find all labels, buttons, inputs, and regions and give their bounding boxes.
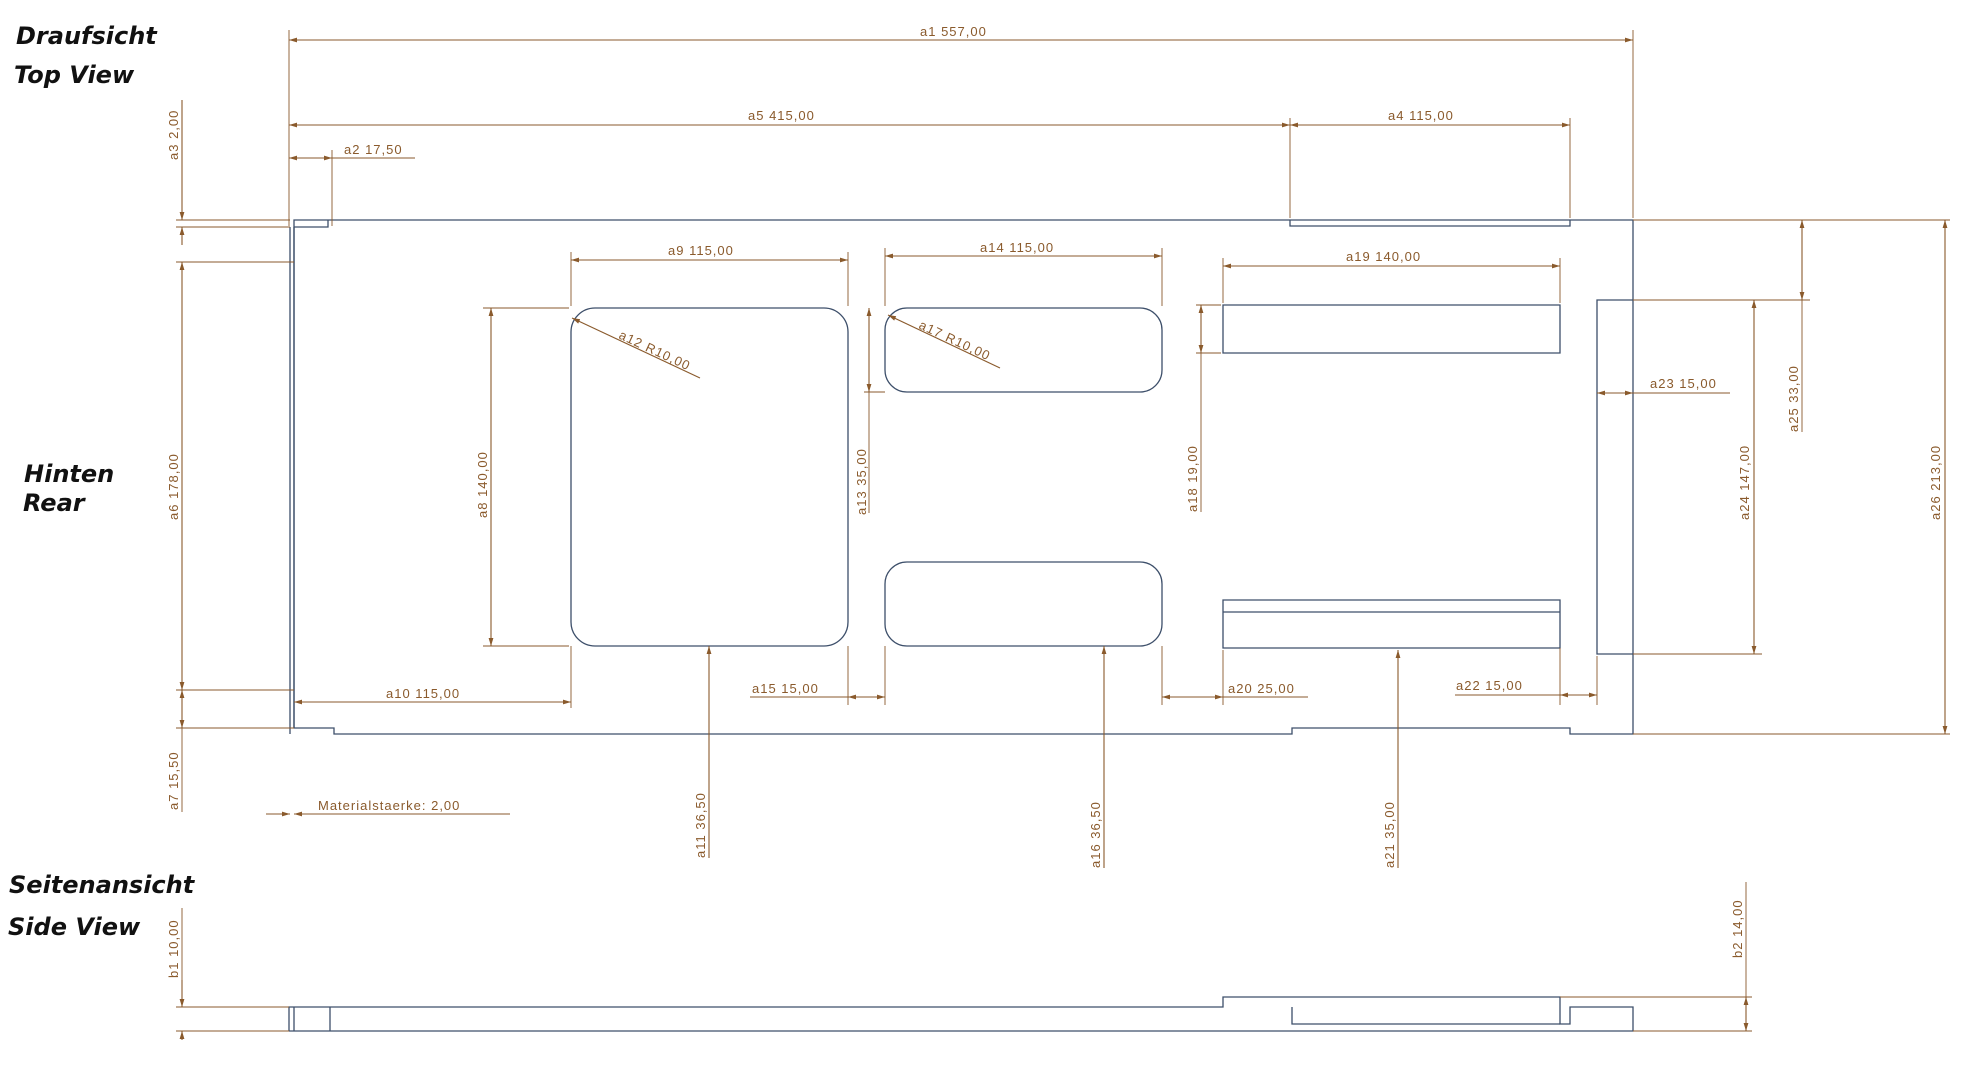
dimension-b2: b2 14,00 — [1560, 882, 1752, 1032]
dimension-a7: a7 15,50 — [166, 690, 294, 812]
dimension-a22: a22 15,00 — [1455, 648, 1598, 705]
bend-lower — [1222, 599, 1561, 649]
dimension-a1: a1 557,00 — [288, 24, 1634, 226]
dimension-a19: a19 140,00 — [1222, 249, 1561, 303]
dimension-a3: a3 2,00 — [166, 100, 290, 245]
dimension-a24: a24 147,00 — [1633, 299, 1762, 655]
dimension-label-a17: a17 R10,00 — [917, 317, 993, 363]
dimension-a4: a4 115,00 — [1290, 108, 1571, 218]
cutout-upper-slot — [884, 307, 1163, 393]
bend-upper — [1222, 304, 1561, 354]
dimension-label-a26: a26 213,00 — [1928, 445, 1943, 520]
dimension-material: Materialstaerke: 2,00 — [266, 798, 510, 817]
dimension-a2: a2 17,50 — [289, 142, 415, 226]
dimension-a10: a10 115,00 — [294, 646, 572, 708]
dimension-a25: a25 33,00 — [1633, 219, 1810, 432]
side-view-part — [288, 996, 1634, 1032]
dimension-a18: a18 19,00 — [1185, 304, 1221, 512]
dimension-a8: a8 140,00 — [475, 307, 569, 647]
cutout-lower-slot — [884, 561, 1163, 647]
dimension-a11: a11 36,50 — [693, 646, 712, 858]
rear-label-de: Hinten — [24, 460, 114, 488]
part-outline — [293, 219, 1634, 735]
side-recess — [1291, 1007, 1560, 1025]
dimension-label-a15: a15 15,00 — [752, 681, 819, 696]
dimension-a17: a17 R10,00 — [887, 314, 1001, 369]
top-view-label-de: Draufsicht — [16, 22, 158, 50]
cutout-large — [570, 307, 849, 647]
material-thickness-note: Materialstaerke: 2,00 — [318, 798, 460, 813]
dimension-label-a2: a2 17,50 — [344, 142, 403, 157]
dimension-label-a20: a20 25,00 — [1228, 681, 1295, 696]
dimension-label-a14: a14 115,00 — [980, 240, 1054, 255]
dimension-a16: a16 36,50 — [1088, 646, 1107, 868]
dimension-label-a10: a10 115,00 — [386, 686, 460, 701]
dimension-a13: a13 35,00 — [854, 308, 885, 515]
dimension-label-a8: a8 140,00 — [475, 451, 490, 518]
dimension-label-a24: a24 147,00 — [1737, 445, 1752, 520]
dimension-label-a3: a3 2,00 — [166, 110, 181, 160]
dimension-a5: a5 415,00 — [289, 108, 1291, 218]
dimension-a6: a6 178,00 — [166, 261, 294, 691]
dimension-a12: a12 R10,00 — [571, 317, 701, 379]
side-view-label-en: Side View — [8, 913, 141, 941]
dimension-a14: a14 115,00 — [884, 240, 1163, 306]
dimension-label-b1: b1 10,00 — [166, 919, 181, 978]
dimension-label-a6: a6 178,00 — [166, 453, 181, 520]
dimension-label-a13: a13 35,00 — [854, 448, 869, 515]
dimension-label-a23: a23 15,00 — [1650, 376, 1717, 391]
dimension-label-a11: a11 36,50 — [693, 792, 708, 858]
dimension-label-a5: a5 415,00 — [748, 108, 815, 123]
dimension-label-b2: b2 14,00 — [1730, 899, 1745, 958]
dimension-label-a25: a25 33,00 — [1786, 365, 1801, 432]
dimension-a9: a9 115,00 — [570, 243, 849, 306]
dimension-label-a16: a16 36,50 — [1088, 801, 1103, 868]
dimension-a15: a15 15,00 — [750, 646, 886, 705]
dimension-label-a21: a21 35,00 — [1382, 801, 1397, 868]
dimension-label-a4: a4 115,00 — [1388, 108, 1454, 123]
dimension-label-a9: a9 115,00 — [668, 243, 734, 258]
dimension-label-a19: a19 140,00 — [1346, 249, 1421, 264]
dimension-b1: b1 10,00 — [166, 908, 289, 1040]
side-profile — [288, 996, 1634, 1032]
dimension-label-a1: a1 557,00 — [920, 24, 987, 39]
dimension-label-a7: a7 15,50 — [166, 751, 181, 810]
dimension-label-a22: a22 15,00 — [1456, 678, 1523, 693]
top-view-label-en: Top View — [14, 61, 135, 89]
dimension-a21: a21 35,00 — [1382, 650, 1401, 868]
side-view-label-de: Seitenansicht — [9, 871, 196, 899]
dimension-a26: a26 213,00 — [1633, 219, 1950, 735]
dimension-label-a18: a18 19,00 — [1185, 445, 1200, 512]
rear-label-en: Rear — [23, 489, 87, 517]
dimension-a23: a23 15,00 — [1597, 376, 1730, 396]
top-edge-step — [294, 220, 1633, 655]
dimension-label-a12: a12 R10,00 — [617, 327, 693, 373]
dimension-a20: a20 25,00 — [1161, 646, 1308, 705]
